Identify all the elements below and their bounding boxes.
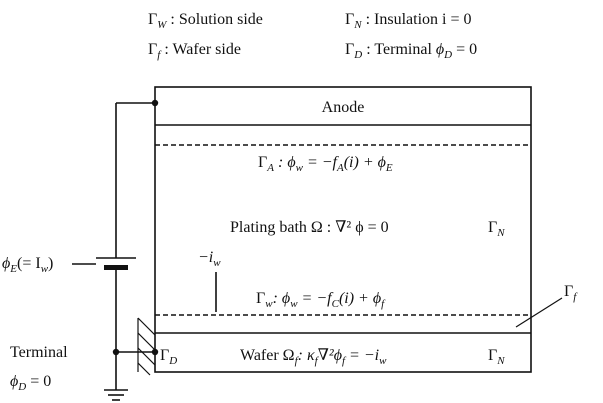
gamma-a-equation: ΓA : ϕw = −fA(i) + ϕE bbox=[258, 154, 393, 174]
gamma-f-leader bbox=[515, 297, 563, 328]
current-label: −iw bbox=[198, 249, 221, 269]
anode-node bbox=[151, 99, 159, 107]
battery-short-plate bbox=[104, 265, 128, 270]
legend-gamma-n: ΓN : Insulation i = 0 bbox=[345, 11, 472, 31]
wafer-node bbox=[151, 348, 159, 356]
gamma-d-label: ΓD bbox=[160, 347, 177, 367]
plating-bath-label: Plating bath Ω : ∇² ϕ = 0 bbox=[230, 219, 389, 236]
legend-gamma-f: Γf : Wafer side bbox=[148, 41, 241, 61]
legend: ΓW : Solution side ΓN : Insulation i = 0… bbox=[148, 11, 477, 61]
gamma-f-label: Γf bbox=[564, 283, 578, 303]
wafer-label: Wafer Ωf: κf∇²ϕf = −iw bbox=[240, 347, 387, 367]
legend-gamma-d: ΓD : Terminal ϕD = 0 bbox=[345, 41, 477, 61]
gamma-n-upper: ΓN bbox=[488, 219, 505, 239]
cell-outline bbox=[154, 86, 532, 373]
terminal-hatch bbox=[137, 317, 156, 376]
terminal-node bbox=[112, 348, 120, 356]
anode-label: Anode bbox=[322, 99, 365, 116]
legend-gamma-w: ΓW : Solution side bbox=[148, 11, 263, 31]
ground-icon bbox=[104, 389, 128, 401]
gamma-n-lower: ΓN bbox=[488, 347, 505, 367]
terminal-phi: ϕD = 0 bbox=[10, 373, 51, 393]
source-label: ϕE(= Iw) bbox=[2, 255, 53, 275]
gamma-w-equation: Γw: ϕw = −fC(i) + ϕf bbox=[256, 290, 386, 310]
terminal-label: Terminal bbox=[10, 344, 68, 361]
